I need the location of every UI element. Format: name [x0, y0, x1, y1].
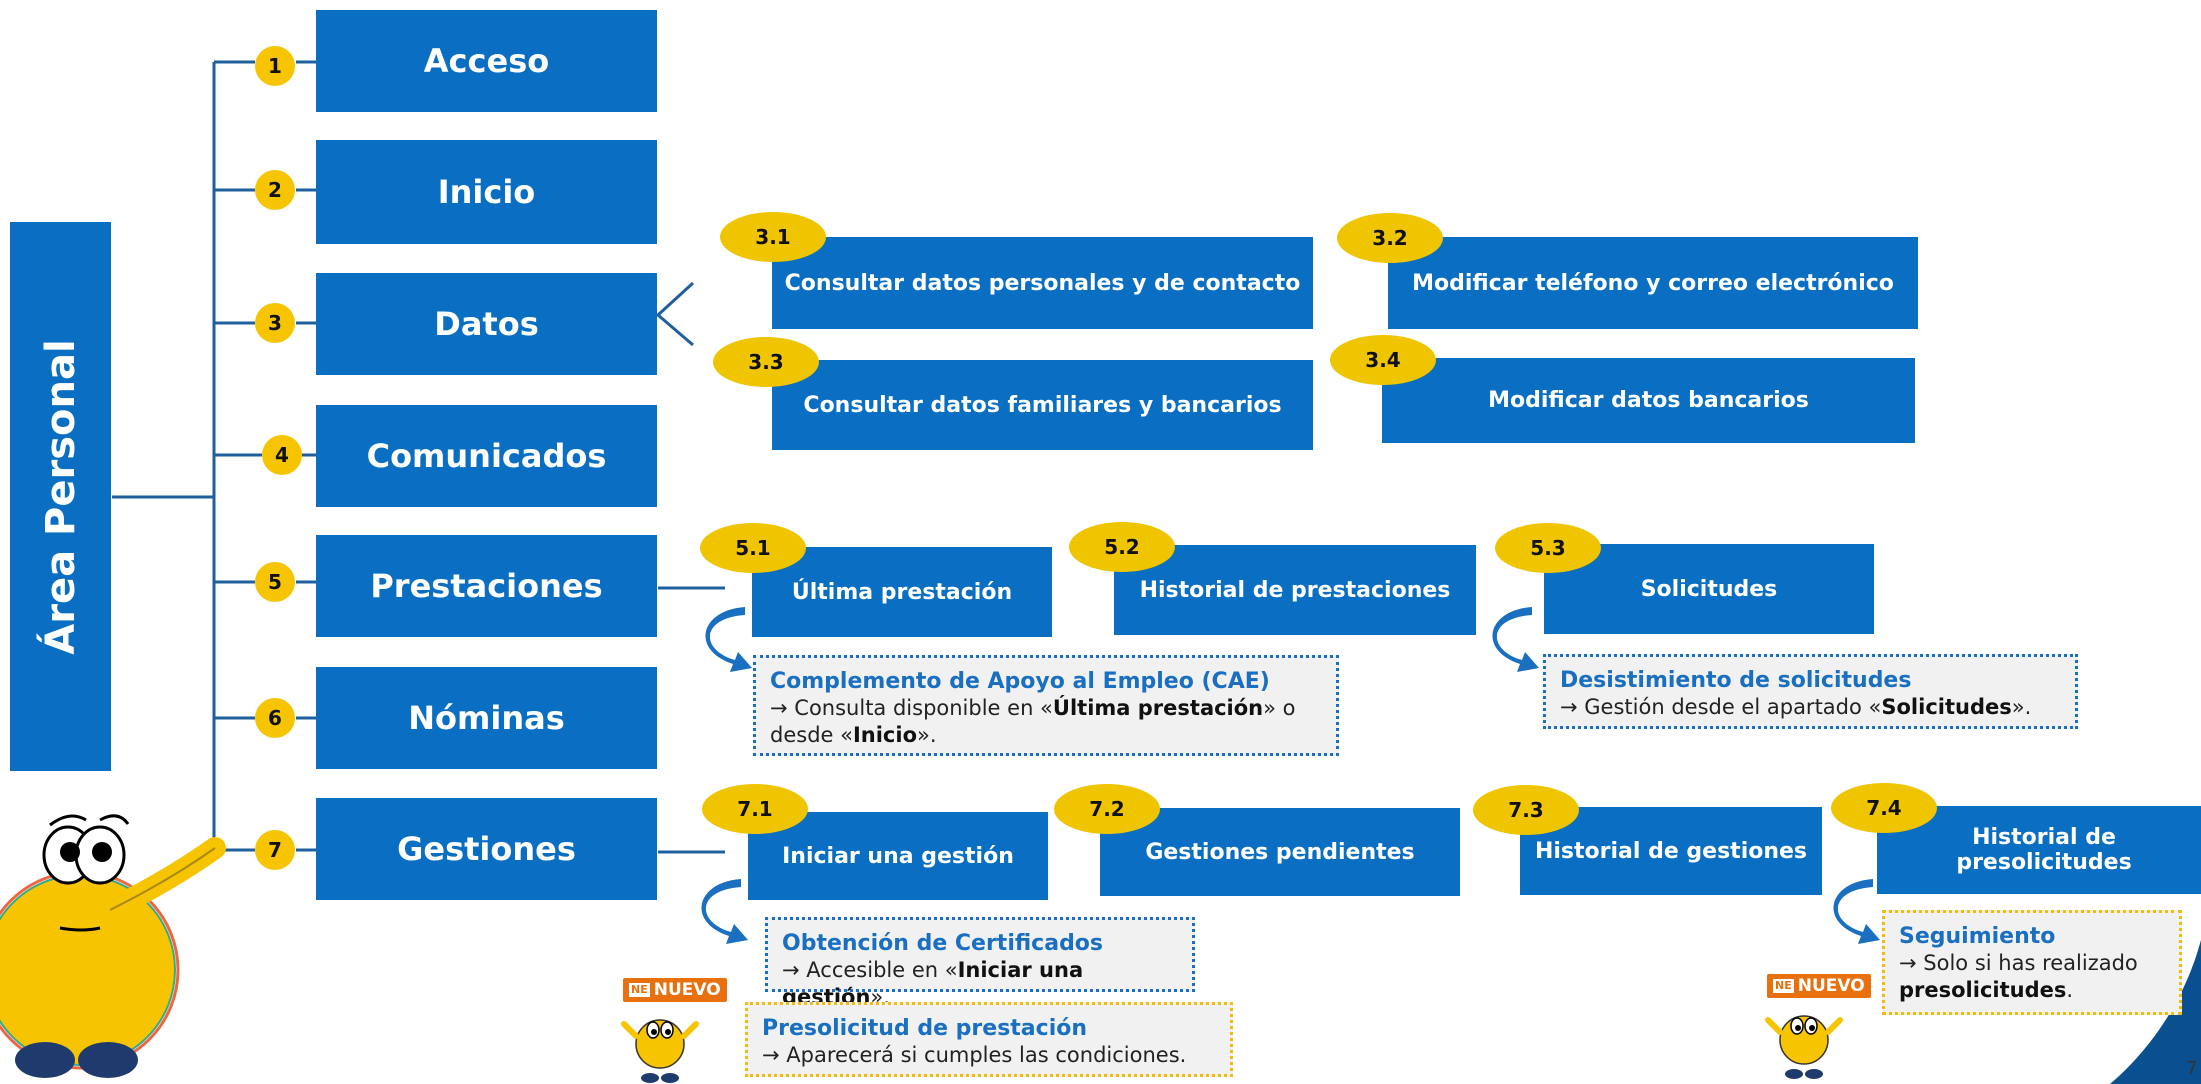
note-bold: Solicitudes	[1881, 695, 2012, 719]
note-title: Obtención de Certificados	[782, 931, 1104, 956]
curved-arrow-icon	[701, 607, 1880, 944]
sub-tag: 5.2	[1069, 522, 1175, 572]
menu-inicio[interactable]: Inicio	[316, 140, 657, 244]
note-cae: Complemento de Apoyo al Empleo (CAE) → C…	[753, 655, 1339, 756]
badge-icon: NE	[1773, 979, 1794, 993]
arrow-icon: →	[762, 1043, 780, 1067]
corner-decoration	[2110, 940, 2201, 1084]
datos-modificar-bancarios[interactable]: Modificar datos bancarios	[1382, 358, 1915, 443]
note-text: Consulta disponible en «	[787, 696, 1053, 720]
note-desistimiento: Desistimiento de solicitudes → Gestión d…	[1543, 654, 2078, 729]
badge-label: NUEVO	[1797, 976, 1865, 996]
step-number: 2	[255, 170, 295, 210]
prestaciones-historial[interactable]: Historial de prestaciones	[1114, 545, 1476, 635]
note-text: Solo si has realizado	[1916, 951, 2138, 975]
sub-tag: 7.3	[1473, 785, 1579, 835]
sub-tag: 7.2	[1054, 784, 1160, 834]
sub-tag: 3.1	[720, 212, 826, 262]
menu-gestiones[interactable]: Gestiones	[316, 798, 657, 900]
note-text: » o desde «	[770, 696, 1296, 747]
note-text: ».	[2011, 695, 2032, 719]
prestaciones-ultima[interactable]: Última prestación	[752, 547, 1052, 637]
mascot-icon	[0, 814, 226, 1078]
datos-consultar-personales[interactable]: Consultar datos personales y de contacto	[772, 237, 1313, 329]
note-bold: presolicitudes	[1899, 978, 2067, 1002]
note-presolicitud: Presolicitud de prestación → Aparecerá s…	[745, 1002, 1233, 1077]
prestaciones-solicitudes[interactable]: Solicitudes	[1544, 544, 1874, 634]
arrow-icon: →	[1560, 695, 1578, 719]
note-bold: Última prestación	[1052, 696, 1264, 720]
arrow-icon: →	[770, 696, 788, 720]
menu-datos[interactable]: Datos	[316, 273, 657, 375]
menu-comunicados[interactable]: Comunicados	[316, 405, 657, 507]
note-text: ».	[917, 723, 937, 747]
note-title: Seguimiento	[1899, 924, 2056, 949]
gestiones-iniciar[interactable]: Iniciar una gestión	[748, 812, 1048, 900]
note-title: Complemento de Apoyo al Empleo (CAE)	[770, 669, 1270, 694]
note-text: Accesible en «	[799, 958, 958, 982]
sub-tag: 3.4	[1330, 335, 1436, 385]
note-seguimiento: Seguimiento → Solo si has realizado pres…	[1882, 910, 2182, 1015]
badge-label: NUEVO	[653, 980, 721, 1000]
sub-tag: 7.4	[1831, 783, 1937, 833]
sub-tag: 3.2	[1337, 213, 1443, 263]
note-title: Desistimiento de solicitudes	[1560, 668, 1912, 693]
area-title-text: Área Personal	[37, 338, 84, 655]
sub-tag: 7.1	[702, 784, 808, 834]
step-number: 1	[255, 46, 295, 86]
note-certificados: Obtención de Certificados → Accesible en…	[765, 917, 1195, 1009]
sub-tag: 3.3	[713, 337, 819, 387]
arrow-icon: →	[1899, 951, 1917, 975]
note-text: Gestión desde el apartado «	[1577, 695, 1882, 719]
page-number: 7	[2186, 1058, 2198, 1079]
mascot-small-icon	[621, 1019, 699, 1083]
gestiones-historial-presolicitudes[interactable]: Historial de presolicitudes	[1877, 806, 2201, 894]
note-bold: Inicio	[852, 723, 918, 747]
badge-icon: NE	[629, 983, 650, 997]
arrow-icon: →	[782, 958, 800, 982]
note-title: Presolicitud de prestación	[762, 1016, 1088, 1041]
sub-tag: 5.1	[700, 523, 806, 573]
menu-acceso[interactable]: Acceso	[316, 10, 657, 112]
datos-modificar-telefono[interactable]: Modificar teléfono y correo electrónico	[1388, 237, 1918, 329]
area-personal-title: Área Personal	[10, 222, 111, 771]
menu-nominas[interactable]: Nóminas	[316, 667, 657, 769]
step-number: 5	[255, 562, 295, 602]
step-number: 7	[255, 830, 295, 870]
step-number: 6	[255, 698, 295, 738]
datos-consultar-familiares[interactable]: Consultar datos familiares y bancarios	[772, 360, 1313, 450]
menu-prestaciones[interactable]: Prestaciones	[316, 535, 657, 637]
mascot-small-icon	[1765, 1015, 1843, 1079]
sub-tag: 5.3	[1495, 523, 1601, 573]
gestiones-pendientes[interactable]: Gestiones pendientes	[1100, 808, 1460, 896]
step-number: 3	[255, 303, 295, 343]
step-number: 4	[262, 435, 302, 475]
note-text: Aparecerá si cumples las condiciones.	[779, 1043, 1187, 1067]
note-text: .	[2066, 978, 2074, 1002]
